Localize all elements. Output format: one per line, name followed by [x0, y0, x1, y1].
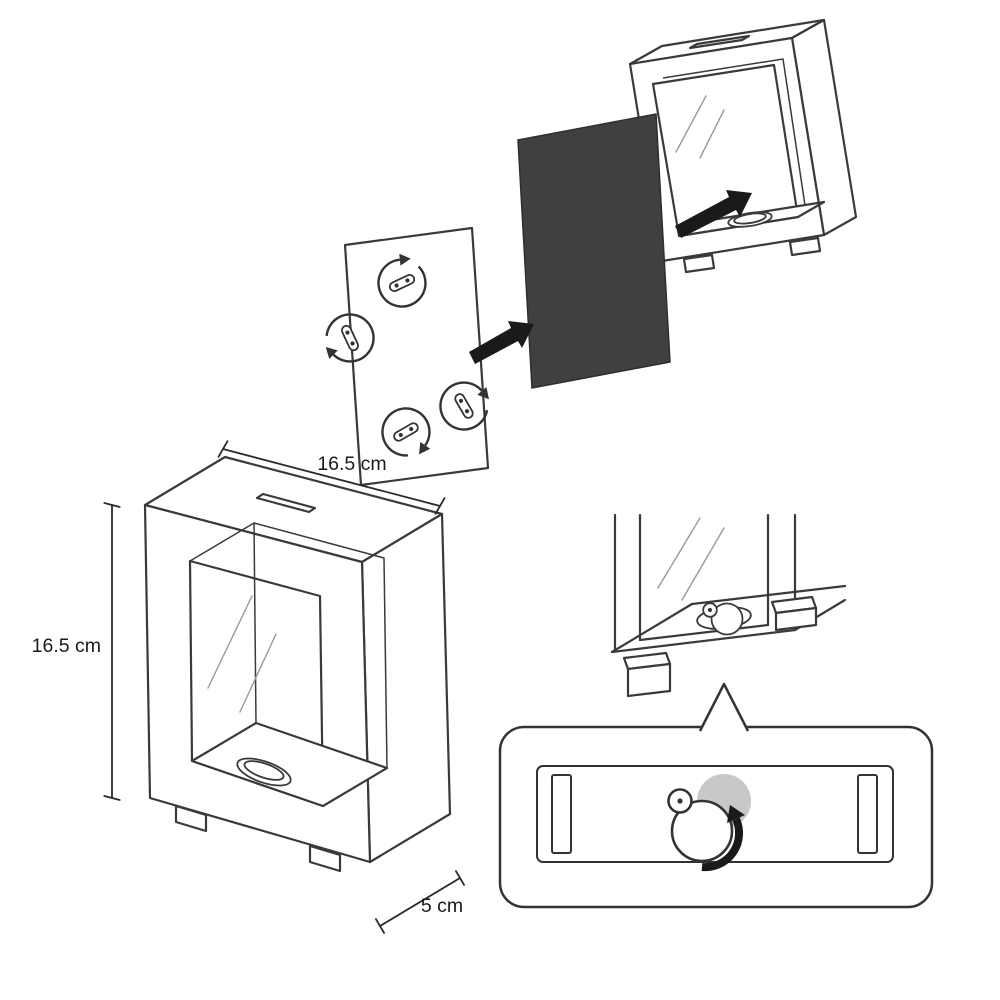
depth-label: 5 cm: [421, 895, 463, 917]
glass-glare-line: [239, 633, 277, 713]
height-label: 16.5 cm: [32, 635, 101, 657]
box-interior-floor: [190, 721, 389, 808]
foot-rail-slot: [857, 774, 878, 854]
box-foot-side: [626, 662, 672, 698]
dimension-tick: [217, 440, 229, 458]
clip-panel: [315, 226, 497, 487]
glass-glare-line: [699, 109, 725, 159]
dimension-tick: [455, 870, 465, 886]
exploded-box: [628, 18, 858, 274]
insert-arrow-icon: [469, 321, 534, 364]
box-foot: [682, 253, 716, 274]
opening-bottom-edge: [638, 623, 770, 642]
interior-back-edges: [189, 522, 388, 769]
release-disc: [670, 799, 734, 863]
underside-fragment: [610, 513, 847, 698]
foot-rail-slot: [551, 774, 572, 854]
width-label: 16.5 cm: [317, 453, 386, 475]
box-foot: [174, 804, 208, 833]
insert-arrow-icon: [675, 190, 752, 238]
width-dimension-line: [222, 448, 441, 507]
coin-slot: [688, 34, 751, 50]
interior-back-left-edge: [253, 522, 257, 724]
box-right-face: [360, 512, 452, 864]
box-foot: [308, 844, 342, 873]
glass-glare-line: [207, 595, 253, 689]
knob-pivot-dot: [677, 798, 683, 804]
rotate-arrow-icon: [701, 817, 744, 872]
depth-dimension-line: [379, 877, 461, 927]
glass-glare-line: [675, 95, 707, 153]
release-disc: [710, 602, 744, 636]
coin-release-hole-rim: [243, 760, 285, 781]
rotate-arrowhead-icon: [727, 805, 745, 823]
bottom-left-edge: [610, 602, 694, 654]
box-foot-side: [774, 606, 818, 632]
glass-glare-line: [657, 517, 701, 589]
coin-release-hole-rim: [733, 212, 767, 225]
bottom-front-edge: [610, 628, 797, 654]
glass-glare-line: [681, 527, 725, 601]
dimension-tick: [434, 497, 446, 515]
knob-pivot-dot: [708, 608, 712, 612]
dimensioned-box: 16.5 cm 16.5 cm 5 cm: [32, 440, 465, 934]
backing-board-panel: [517, 113, 671, 389]
coin-slot: [255, 492, 317, 514]
callout-pointer: [698, 682, 750, 732]
dimension-tick: [103, 795, 121, 801]
box-inner-lip: [662, 58, 807, 213]
detail-callout: [498, 682, 934, 909]
bottom-back-edge: [690, 584, 847, 606]
box-foot: [788, 236, 822, 257]
dimension-tick: [375, 918, 385, 934]
dimension-tick: [103, 502, 121, 508]
